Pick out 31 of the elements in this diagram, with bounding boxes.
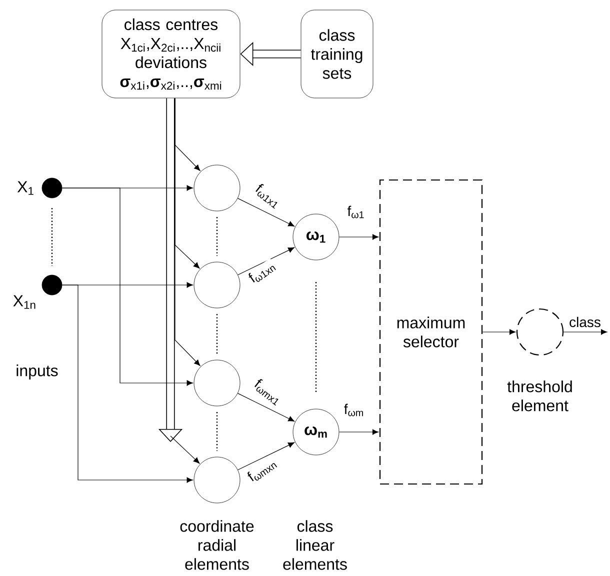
arrow [238,442,294,470]
edge-label: f$_{ω1xn}$ [246,258,278,286]
input-label: X$_{1}$ [17,181,34,195]
beside-label: threshold element [507,380,572,412]
arrow [62,284,194,483]
edge-label: f$_{ωm}$ [343,403,365,417]
arrow [174,98,200,366]
input-dot [42,178,62,198]
text-label: coordinate radial elements [180,520,254,570]
arrow [338,429,379,435]
neuron-circle [194,164,240,212]
rounded-box: class training sets [300,10,374,98]
threshold-circle [516,308,564,356]
edge-label: class [568,316,602,328]
arrow [563,329,608,335]
text-label: inputs [16,364,58,380]
arrow [238,198,295,227]
arrow [62,188,194,386]
text-label: class linear elements [283,520,347,570]
arrow [238,247,294,276]
neuron-circle [194,456,240,504]
neuron-circle [194,262,240,308]
edge-label: f$_{ω1}$ [346,205,366,219]
arrow [338,234,379,240]
input-label: X$_{1n}$ [13,295,36,309]
arrow [482,329,516,335]
arrow [238,393,295,422]
rounded-box: class centres X$_{1ci}$,X$_{2ci}$,..,X$_{ncii}$ deviations σ$_{x1i}$,σ$_{x2i}$,..,σ$_{xmi}$ [102,10,240,98]
selector-box: maximum selector [379,179,483,485]
input-dot [42,274,62,296]
neuron-circle [194,360,240,406]
